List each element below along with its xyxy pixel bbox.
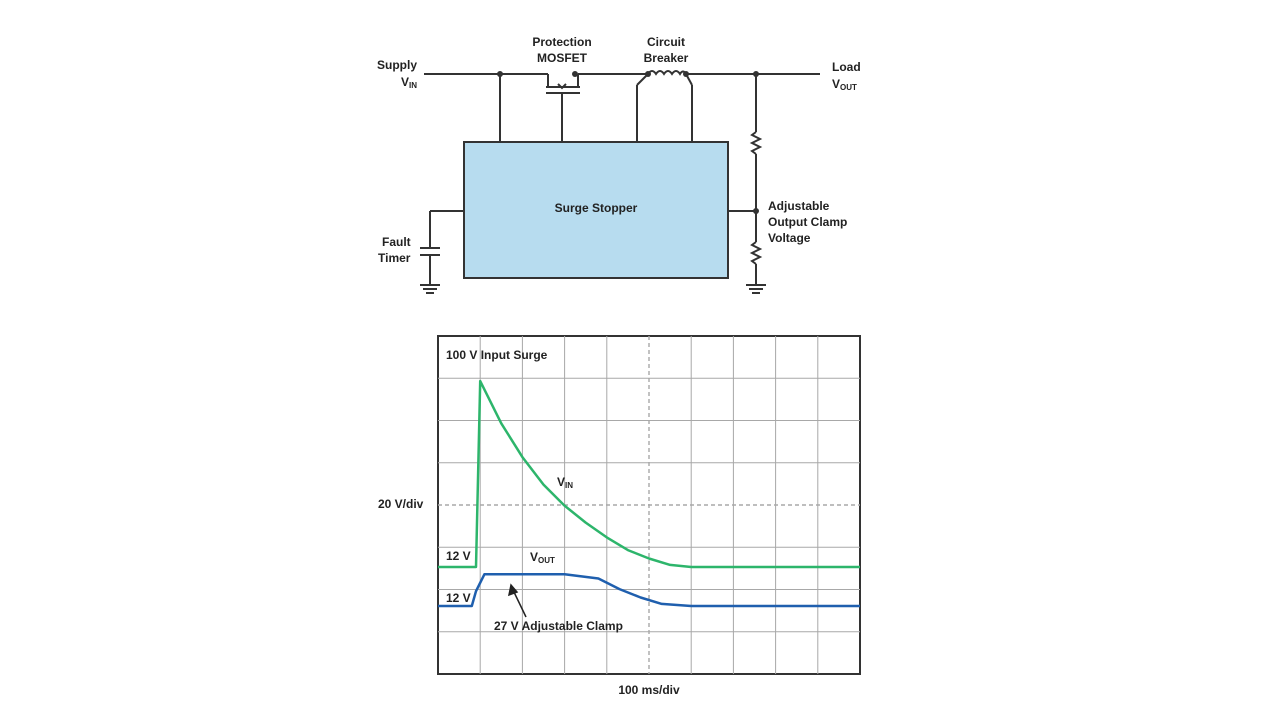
resistor-divider (728, 74, 766, 294)
vin-trace-label: VIN (557, 475, 573, 490)
fault-timer-capacitor (420, 210, 464, 294)
circuit-breaker-symbol (636, 70, 693, 142)
scope-traces (438, 379, 860, 608)
scope-labels: 100 V Input Surge VIN VOUT 20 V/div 100 … (378, 348, 680, 697)
breaker-label-line2: Breaker (644, 51, 689, 65)
protection-mosfet-symbol (546, 74, 580, 142)
scope-grid (438, 336, 860, 674)
breaker-label-line1: Circuit (647, 35, 685, 49)
clamp-label-line1: Adjustable (768, 199, 830, 213)
vout-label: VOUT (832, 77, 857, 92)
schematic-labels: Supply VIN Protection MOSFET Circuit Bre… (377, 35, 861, 265)
scope-plot (437, 335, 861, 675)
mosfet-label-line2: MOSFET (537, 51, 588, 65)
surge-label: 100 V Input Surge (446, 348, 548, 362)
y-axis-label: 20 V/div (378, 497, 424, 511)
fault-label-line1: Fault (382, 235, 411, 249)
vin-baseline-label: 12 V (446, 549, 471, 563)
vout-trace (438, 573, 860, 608)
mosfet-label-line1: Protection (532, 35, 591, 49)
vin-label: VIN (401, 75, 417, 90)
surge-stopper-box (463, 141, 729, 279)
load-label: Load (832, 60, 861, 74)
fault-label-line2: Timer (378, 251, 411, 265)
junction-dot (572, 71, 578, 77)
vout-baseline-label: 12 V (446, 591, 471, 605)
vout-trace-label: VOUT (530, 550, 555, 565)
surge-stopper-label: Surge Stopper (555, 201, 638, 215)
clamp-arrow (507, 583, 527, 618)
vin-trace (438, 379, 860, 569)
clamp-annotation: 27 V Adjustable Clamp (494, 619, 623, 633)
clamp-label-line2: Output Clamp (768, 215, 847, 229)
x-axis-label: 100 ms/div (618, 683, 680, 697)
schematic (420, 70, 820, 294)
clamp-label-line3: Voltage (768, 231, 811, 245)
supply-label: Supply (377, 58, 417, 72)
